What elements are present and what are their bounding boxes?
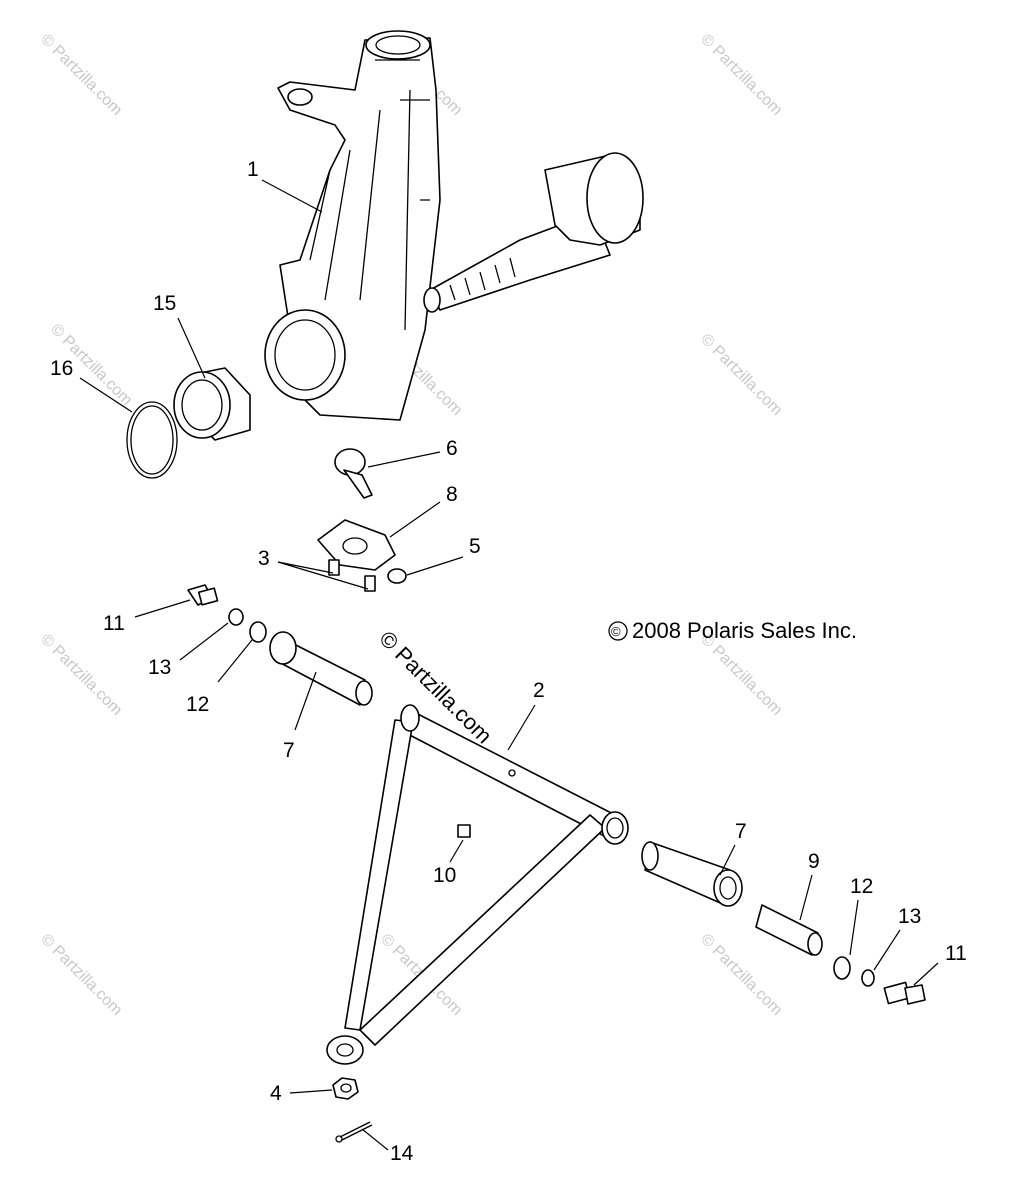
watermark: © Partzilla.com [37,31,125,119]
a-arm-part [326,704,629,1065]
callout-13-left: 13 [148,656,171,679]
callout-3: 3 [258,547,270,570]
callout-14: 14 [390,1142,414,1165]
watermark: © Partzilla.com [697,631,785,719]
callout-4: 4 [270,1082,282,1105]
watermark: © Partzilla.com [37,631,125,719]
copyright-notice: © 2008 Polaris Sales Inc. [608,618,857,643]
callout-12-left: 12 [186,693,209,716]
watermark: © Partzilla.com [697,931,785,1019]
callout-9: 9 [808,850,820,873]
callout-11-left: 11 [103,612,125,635]
callout-15: 15 [153,292,176,315]
callout-5: 5 [469,535,481,558]
retainer-plate-part [317,519,396,571]
axle-shaft-part [423,152,644,313]
callout-11-right: 11 [945,942,967,965]
grease-fitting-part [457,824,471,838]
callout-7-right: 7 [735,820,747,843]
left-bushing-part [269,631,373,706]
watermark: © Partzilla.com [697,331,785,419]
callout-2: 2 [533,679,545,702]
copyright-text: 2008 Polaris Sales Inc. [632,618,857,643]
callout-6: 6 [446,437,458,460]
callout-1: 1 [247,158,259,181]
callout-8: 8 [446,483,458,506]
leader-lines [79,179,939,1151]
watermark: © Partzilla.com [697,31,785,119]
callout-labels: 1 15 16 6 8 3 5 11 13 12 7 2 10 7 9 12 1… [50,158,967,1165]
callout-16: 16 [50,357,73,380]
wheel-bearing-part [173,367,251,441]
copyright-circle-icon [608,621,628,641]
callout-12-right: 12 [850,875,873,898]
cotter-pin-part [335,1121,373,1143]
castle-nut-part [332,1077,359,1100]
callout-7-left: 7 [283,739,295,762]
fastener-parts [328,559,407,592]
left-bolt-stack [187,584,267,643]
knuckle-part [264,30,441,421]
watermark: © Partzilla.com [37,931,125,1019]
sleeve-part [755,904,823,956]
snap-ring-part [126,401,178,479]
callout-10: 10 [433,864,456,887]
callout-13-right: 13 [898,905,921,928]
copyright-symbol: © [611,624,621,639]
ball-joint-part [334,448,373,499]
right-bolt-stack [833,956,926,1005]
right-bushing-part [641,841,743,907]
